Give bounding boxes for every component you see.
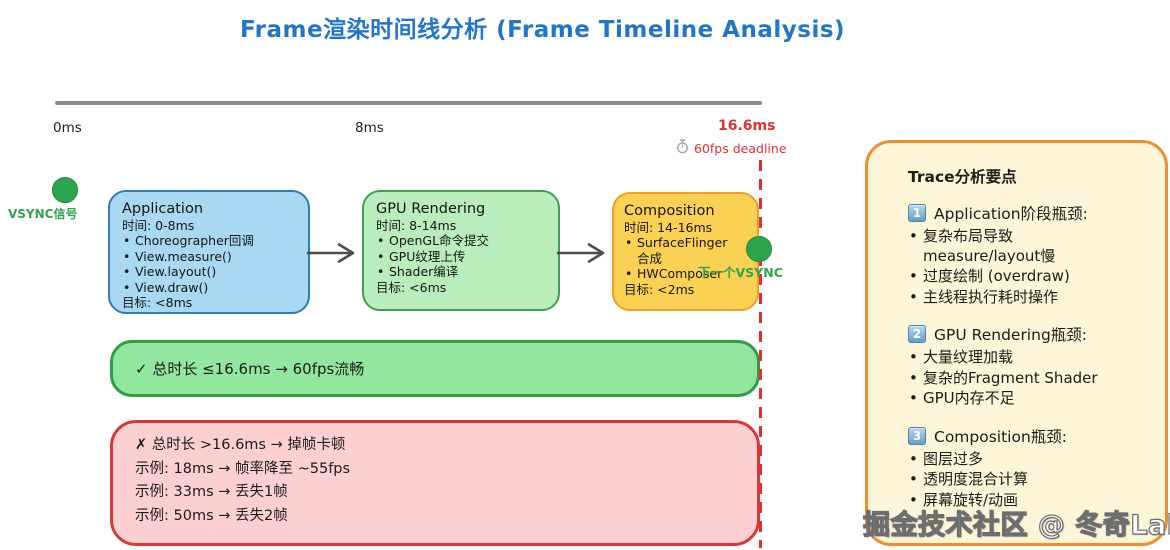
- vsync-start-label: VSYNC信号: [8, 207, 78, 221]
- stage-gpu-title: GPU Rendering: [376, 201, 486, 217]
- number-1-badge: 1: [908, 204, 926, 222]
- vsync-start-dot: [52, 177, 78, 203]
- trace-section-heading: 1 Application阶段瓶颈:: [908, 202, 1153, 224]
- deadline-dashed-line: [759, 160, 762, 548]
- stage-gpu-time: 时间: 8-14ms: [376, 218, 457, 233]
- trace-heading-text: GPU Rendering瓶颈:: [934, 326, 1088, 344]
- trace-section-composition: 3 Composition瓶颈: 图层过多 透明度混合计算 屏幕旋转/动画: [908, 425, 1153, 511]
- trace-heading-text: Composition瓶颈:: [934, 427, 1068, 446]
- stage-composition-items: SurfaceFlinger 合成 HWComposer: [624, 235, 747, 282]
- arrow-gpu-to-composition: [556, 243, 605, 263]
- trace-section-items: 大量纹理加载 复杂的Fragment Shader GPU内存不足: [908, 348, 1153, 409]
- stage-composition-target: 目标: <2ms: [624, 281, 695, 297]
- stage-item: OpenGL命令提交: [376, 233, 546, 249]
- trace-section-heading: 2 GPU Rendering瓶颈:: [908, 323, 1153, 345]
- number-3-badge: 3: [908, 426, 926, 445]
- timeline-tick-8ms: 8ms: [355, 120, 384, 136]
- vsync-next-dot: [746, 236, 772, 262]
- stage-item: View.draw(): [122, 280, 296, 296]
- stage-item: View.measure(): [122, 249, 296, 265]
- trace-item: 复杂布局导致 measure/layout慢: [908, 227, 1153, 266]
- trace-item: 主线程执行耗时操作: [908, 288, 1153, 308]
- trace-heading-text: Application阶段瓶颈:: [934, 205, 1088, 223]
- stage-composition-time: 时间: 14-16ms: [624, 220, 713, 235]
- stage-item: SurfaceFlinger 合成: [624, 235, 747, 266]
- stage-composition-title: Composition: [624, 203, 715, 219]
- stage-gpu-target: 目标: <6ms: [376, 279, 447, 295]
- page-title: Frame渲染时间线分析 (Frame Timeline Analysis): [239, 17, 846, 43]
- outcome-jank-line: 示例: 50ms → 丢失2帧: [135, 507, 288, 524]
- trace-item: 过度绘制 (overdraw): [908, 267, 1153, 287]
- outcome-jank-line: 示例: 18ms → 帧率降至 ~55fps: [135, 460, 351, 477]
- deadline-row: 60fps deadline: [676, 139, 787, 157]
- stage-application-time: 时间: 0-8ms: [122, 218, 195, 233]
- stage-item: Choreographer回调: [122, 233, 296, 249]
- trace-panel-title: Trace分析要点: [908, 168, 1017, 186]
- trace-item: GPU内存不足: [908, 389, 1153, 409]
- trace-section-items: 图层过多 透明度混合计算 屏幕旋转/动画: [908, 450, 1153, 511]
- trace-analysis-panel: Trace分析要点 1 Application阶段瓶颈: 复杂布局导致 meas…: [865, 140, 1168, 546]
- number-2-badge: 2: [908, 325, 926, 343]
- stage-application-items: Choreographer回调 View.measure() View.layo…: [122, 233, 296, 295]
- stage-application: Application 时间: 0-8ms Choreographer回调 Vi…: [108, 190, 310, 314]
- stage-gpu-items: OpenGL命令提交 GPU纹理上传 Shader编译: [376, 233, 546, 280]
- stage-item: HWComposer: [624, 266, 747, 282]
- stage-application-title: Application: [122, 201, 204, 217]
- timeline-tick-16-6ms: 16.6ms: [718, 118, 776, 134]
- trace-section-gpu: 2 GPU Rendering瓶颈: 大量纹理加载 复杂的Fragment Sh…: [908, 323, 1153, 409]
- deadline-label: 60fps deadline: [694, 140, 787, 156]
- trace-item: 图层过多: [908, 450, 1153, 470]
- watermark: 掘金技术社区 @ 冬奇Lab: [862, 509, 1170, 541]
- trace-section-heading: 3 Composition瓶颈:: [908, 425, 1153, 447]
- stage-item: Shader编译: [376, 264, 546, 280]
- outcome-jank-box: ✗ 总时长 >16.6ms → 掉帧卡顿 示例: 18ms → 帧率降至 ~55…: [110, 420, 760, 546]
- stage-item: GPU纹理上传: [376, 249, 546, 265]
- timeline-tick-0ms: 0ms: [53, 120, 82, 136]
- trace-item: 大量纹理加载: [908, 348, 1153, 368]
- timeline-axis: [55, 101, 762, 105]
- vsync-next-label: 下一个VSYNC: [698, 265, 783, 280]
- outcome-smooth-box: ✓ 总时长 ≤16.6ms → 60fps流畅: [110, 340, 760, 397]
- outcome-jank-line: ✗ 总时长 >16.6ms → 掉帧卡顿: [135, 437, 346, 453]
- outcome-smooth-text: ✓ 总时长 ≤16.6ms → 60fps流畅: [135, 360, 365, 378]
- arrow-app-to-gpu: [306, 243, 355, 263]
- stage-composition: Composition 时间: 14-16ms SurfaceFlinger 合…: [612, 192, 759, 311]
- trace-section-application: 1 Application阶段瓶颈: 复杂布局导致 measure/layout…: [908, 202, 1153, 307]
- trace-section-items: 复杂布局导致 measure/layout慢 过度绘制 (overdraw) 主…: [908, 227, 1153, 307]
- stopwatch-icon: [676, 139, 689, 157]
- trace-item: 复杂的Fragment Shader: [908, 369, 1153, 389]
- stage-item: View.layout(): [122, 264, 296, 280]
- stage-application-target: 目标: <8ms: [122, 295, 193, 311]
- trace-item: 透明度混合计算: [908, 470, 1153, 490]
- trace-item: 屏幕旋转/动画: [908, 491, 1153, 511]
- outcome-jank-line: 示例: 33ms → 丢失1帧: [135, 484, 288, 500]
- stage-gpu-rendering: GPU Rendering 时间: 8-14ms OpenGL命令提交 GPU纹…: [362, 190, 560, 311]
